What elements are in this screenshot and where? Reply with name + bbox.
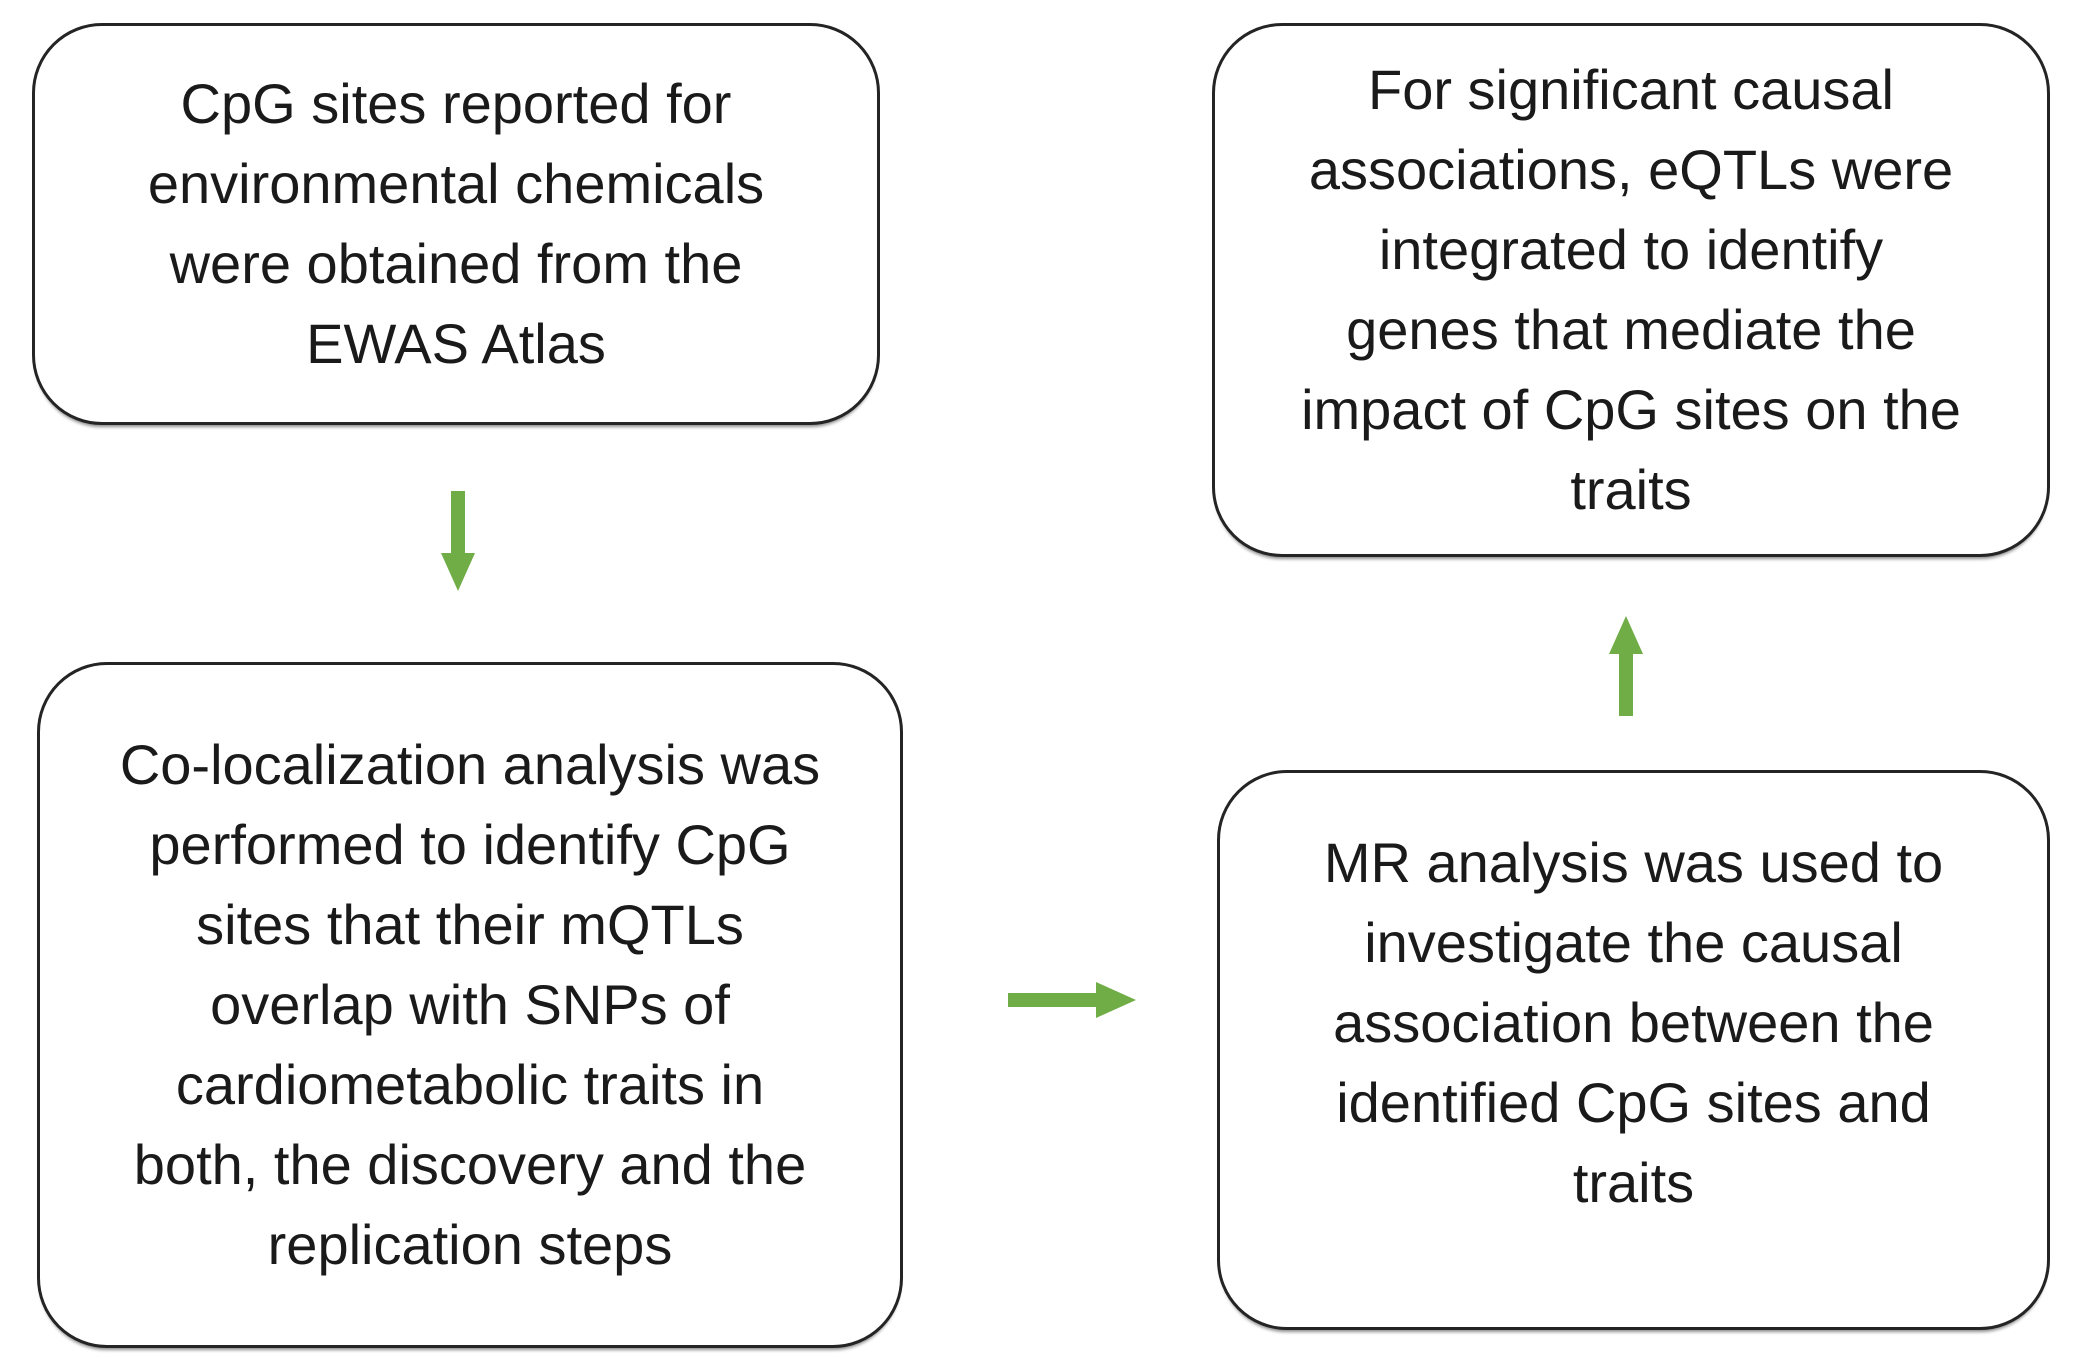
box-colocalization-line: replication steps <box>267 1213 673 1276</box>
box-colocalization-line: cardiometabolic traits in <box>175 1053 765 1116</box>
box-mr-analysis-line: traits <box>1572 1150 1695 1214</box>
down-arrow-icon <box>441 491 475 591</box>
box-mr-analysis-line: identified CpG sites and <box>1336 1070 1931 1134</box>
box-eqtl-integration-line: genes that mediate the <box>1346 298 1916 361</box>
box-ewas-atlas-line: were obtained from the <box>169 232 743 295</box>
box-ewas-atlas-line: EWAS Atlas <box>306 312 606 375</box>
box-ewas-atlas-line: CpG sites reported for <box>180 72 732 135</box>
box-eqtl-integration-line: impact of CpG sites on the <box>1301 378 1961 441</box>
box-colocalization: Co-localization analysis was performed t… <box>37 662 903 1348</box>
box-colocalization-line: both, the discovery and the <box>133 1133 807 1196</box>
box-eqtl-integration: For significant causal associations, eQT… <box>1212 23 2050 557</box>
box-mr-analysis-line: MR analysis was used to <box>1323 830 1944 894</box>
up-arrow-icon <box>1609 616 1643 716</box>
box-colocalization-line: performed to identify CpG <box>149 813 791 876</box>
box-eqtl-integration-line: For significant causal <box>1367 58 1894 121</box>
box-eqtl-integration-line: integrated to identify <box>1378 218 1884 281</box>
box-eqtl-integration-line: associations, eQTLs were <box>1308 138 1954 201</box>
box-ewas-atlas: CpG sites reported for environmental che… <box>32 23 880 425</box>
box-mr-analysis: MR analysis was used to investigate the … <box>1217 770 2050 1330</box>
box-mr-analysis-line: investigate the causal <box>1364 910 1903 974</box>
box-eqtl-integration-line: traits <box>1570 458 1692 521</box>
box-mr-analysis-line: association between the <box>1333 990 1934 1054</box>
box-colocalization-line: sites that their mQTLs <box>196 893 744 956</box>
right-arrow-icon <box>1008 982 1136 1018</box>
box-colocalization-line: overlap with SNPs of <box>210 973 730 1036</box>
box-colocalization-line: Co-localization analysis was <box>119 733 821 796</box>
box-ewas-atlas-line: environmental chemicals <box>147 152 765 215</box>
